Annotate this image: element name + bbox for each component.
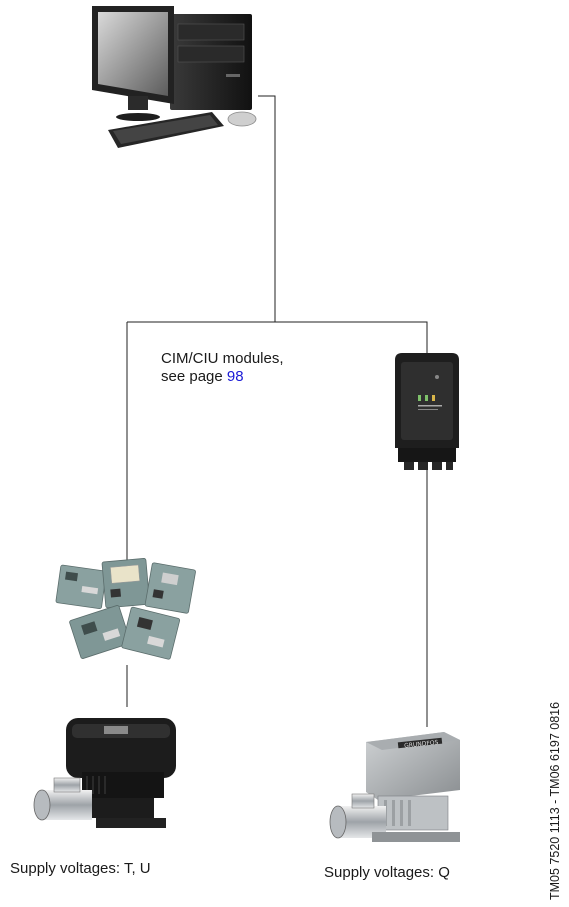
page-98-link[interactable]: 98 — [226, 368, 244, 385]
annotation-line-1: CIM/CIU modules, — [161, 350, 284, 367]
annotation-line-2-prefix: see page — [161, 368, 227, 385]
figure-code-text: TM05 7520 1113 - TM06 6197 0816 — [548, 701, 562, 900]
svg-text:GRUNDFOS: GRUNDFOS — [404, 739, 439, 750]
bus-line — [127, 321, 428, 355]
cim-ciu-annotation: CIM/CIU modules, see page 98 — [161, 350, 284, 386]
cim-modules-icon — [55, 558, 196, 660]
connection-lines — [126, 95, 428, 727]
annotation-line-2: see page 98 — [161, 368, 284, 386]
left-pump-caption: Supply voltages: T, U — [10, 860, 151, 877]
figure-code: TM05 7520 1113 - TM06 6197 0816 — [548, 640, 568, 900]
right-pump-caption: Supply voltages: Q — [324, 864, 450, 881]
pump-right-icon: GRUNDFOS — [329, 732, 460, 842]
desktop-computer-icon — [92, 6, 257, 148]
pump-left-icon — [33, 718, 176, 828]
ciu-module-box-icon — [395, 353, 459, 470]
pc-link-line — [258, 95, 276, 322]
